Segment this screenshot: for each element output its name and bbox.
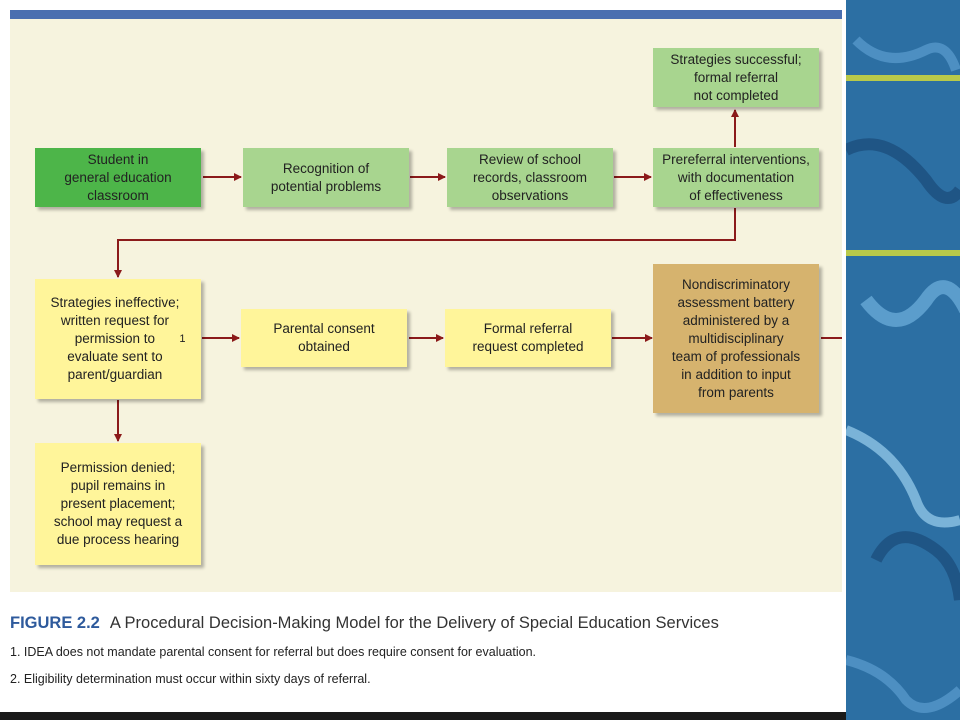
box-formal-referral: Formal referral request completed: [445, 309, 611, 367]
figure-number: FIGURE 2.2: [10, 614, 100, 632]
footnote-2: 2. Eligibility determination must occur …: [10, 672, 371, 686]
bottom-border: [0, 712, 846, 720]
box-nondiscriminatory-assessment: Nondiscriminatory assessment battery adm…: [653, 264, 819, 413]
footnote-1: 1. IDEA does not mandate parental consen…: [10, 645, 537, 659]
box-prereferral-interventions: Prereferral interventions, with document…: [653, 148, 819, 207]
box-strategies-ineffective: Strategies ineffective; written request …: [35, 279, 201, 399]
box-strategies-ineffective-text: Strategies ineffective; written request …: [50, 295, 180, 382]
box-recognition-of-problems: Recognition of potential problems: [243, 148, 409, 207]
box-review-records: Review of school records, classroom obse…: [447, 148, 613, 207]
top-accent-bar: [10, 10, 842, 19]
box-parental-consent: Parental consent obtained: [241, 309, 407, 367]
figure-caption: FIGURE 2.2 A Procedural Decision-Making M…: [10, 614, 719, 633]
box-student-in-classroom: Student in general education classroom: [35, 148, 201, 207]
box-strategies-successful: Strategies successful; formal referral n…: [653, 48, 819, 107]
side-band-top: [846, 75, 960, 81]
side-band-middle: [846, 250, 960, 256]
figure-title: A Procedural Decision-Making Model for t…: [109, 614, 719, 632]
box-permission-denied: Permission denied; pupil remains in pres…: [35, 443, 201, 565]
decorative-side-strip: [846, 0, 960, 720]
side-strip-pattern: [846, 36, 960, 713]
footnote-ref-1: 1: [179, 333, 186, 345]
